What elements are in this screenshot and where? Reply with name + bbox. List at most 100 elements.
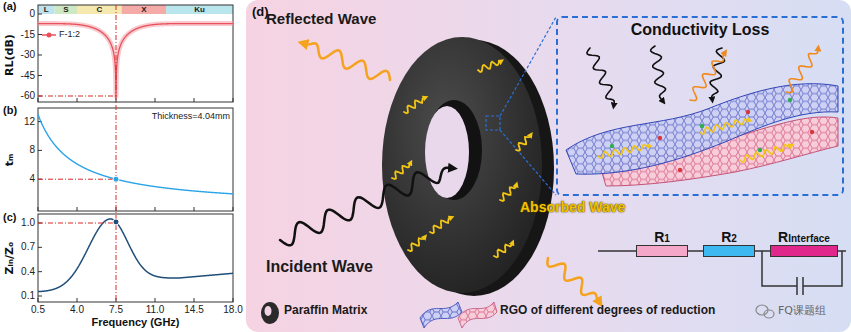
legend-icon — [261, 302, 279, 324]
absorbed-squiggle — [516, 136, 530, 151]
tick-label: 0.1 — [21, 290, 35, 302]
resistor-node: RInterface — [770, 229, 838, 257]
wave-label: Reflected Wave — [266, 10, 376, 27]
axis-tick — [194, 98, 195, 102]
watermark-icon — [756, 305, 768, 315]
resistor-label: RInterface — [770, 229, 838, 245]
legend-icon — [420, 302, 462, 328]
axis-title: tₘ — [4, 154, 17, 167]
circuit-wire — [802, 277, 804, 295]
legend-text: Paraffin Matrix — [284, 304, 367, 318]
axis-tick — [233, 298, 234, 302]
guide-line — [38, 179, 116, 180]
rgo-sheets — [678, 168, 682, 172]
plot-frame — [38, 214, 233, 302]
rgo-sheets — [658, 136, 662, 140]
axis-tick — [38, 271, 42, 272]
tick-label: 4.0 — [70, 304, 84, 316]
axis-tick — [155, 207, 156, 211]
tick-label: -15 — [21, 29, 35, 41]
axis-tick — [38, 55, 42, 56]
incoming-wave — [587, 48, 614, 104]
rl-band — [38, 24, 233, 96]
axis-tick — [38, 98, 39, 102]
wire-connector — [688, 250, 703, 252]
rl-curve — [38, 24, 233, 96]
band-bar — [77, 5, 122, 14]
band-label: S — [63, 5, 68, 14]
axis-title: Zᵢₙ/Zₒ — [4, 242, 17, 275]
absorbed-squiggle — [700, 119, 748, 134]
plot-frame — [38, 108, 233, 211]
circuit-wire — [598, 251, 846, 295]
resistor-symbol — [770, 245, 838, 257]
tick-label: 1.0 — [21, 217, 35, 229]
axis-tick — [155, 98, 156, 102]
resistor-label: R2 — [703, 229, 755, 245]
absorbed-squiggle — [408, 238, 424, 251]
axis-tick — [38, 296, 42, 297]
circuit-wire — [598, 250, 636, 252]
panel-letter: (c) — [3, 211, 16, 224]
watermark: FQ课题组 — [778, 305, 826, 318]
axis-tick — [38, 298, 39, 302]
zoom-box: Conductivity Loss — [556, 16, 844, 196]
legend-icon — [265, 306, 272, 316]
zoom-marker — [500, 17, 556, 116]
axis-tick — [194, 207, 195, 211]
rgo-sheets — [746, 110, 750, 114]
axis-tick — [233, 207, 234, 211]
band-bar — [38, 5, 233, 14]
axis-tick — [77, 98, 78, 102]
tick-label: 7.5 — [109, 304, 123, 316]
guide-line — [38, 223, 116, 224]
axis-tick — [155, 298, 156, 302]
axis-tick — [233, 98, 234, 102]
guide-line — [116, 5, 117, 302]
band-label: Ku — [194, 5, 205, 14]
resistor-node: R2 — [703, 229, 755, 257]
watermark-icon — [756, 305, 774, 318]
plot-frame — [38, 5, 233, 102]
legend-sample — [47, 33, 52, 38]
axis-tick — [38, 247, 42, 248]
band-label: L — [44, 5, 49, 14]
rgo-sheets — [700, 124, 704, 128]
wave-label: Incident Wave — [266, 258, 373, 276]
outgoing-wave — [690, 54, 724, 100]
tick-label: 0.4 — [21, 266, 35, 278]
rgo-sheets — [610, 144, 614, 148]
panel-letter: (b) — [3, 104, 17, 117]
incoming-wave — [651, 46, 666, 100]
rgo-sheets — [566, 84, 838, 174]
guide-line — [38, 96, 116, 97]
data-dot — [113, 219, 119, 225]
axis-tick — [194, 298, 195, 302]
tick-label: 8 — [29, 144, 35, 156]
wire-connector — [755, 250, 770, 252]
axis-title: RL(dB) — [4, 34, 17, 76]
resistor-node: R1 — [636, 229, 688, 257]
legend-sample — [42, 33, 56, 38]
tick-label: -45 — [21, 70, 35, 82]
panel-letter: (a) — [3, 0, 16, 13]
circuit-wire — [796, 277, 798, 295]
tick-label: 14.5 — [184, 304, 203, 316]
resistor-symbol — [636, 245, 688, 257]
panel-background — [246, 0, 851, 332]
incoming-wave — [710, 48, 725, 98]
absorbed-squiggle — [404, 98, 424, 113]
absorbed-squiggle — [598, 145, 648, 158]
plot-frame — [38, 5, 233, 302]
resistor-label: R1 — [636, 229, 688, 245]
data-dot — [113, 176, 119, 182]
band-label: C — [96, 5, 102, 14]
transmitted-wave — [547, 258, 598, 300]
absorbed-squiggle — [500, 186, 516, 201]
band-bar — [166, 5, 233, 14]
band-bar — [122, 5, 167, 14]
tick-label: 12 — [24, 116, 35, 128]
box-heading: Conductivity Loss — [558, 21, 842, 39]
